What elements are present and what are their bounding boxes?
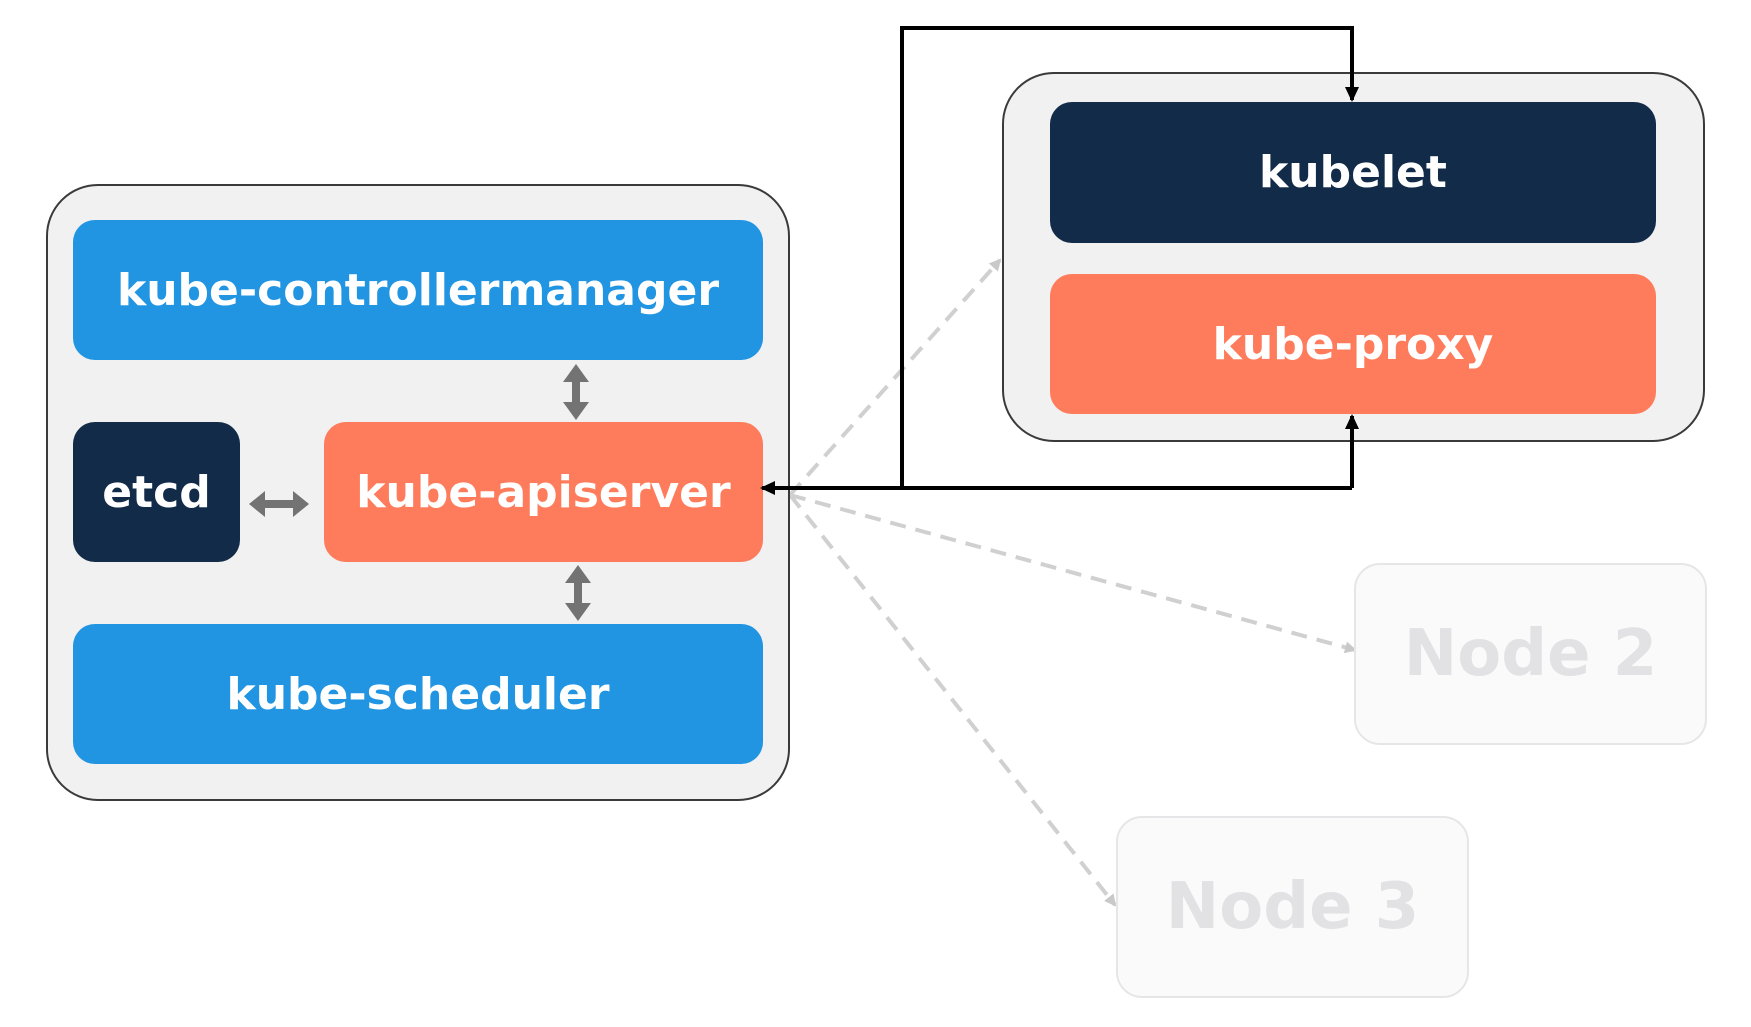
kube-controller-manager-label: kube-controllermanager bbox=[116, 264, 720, 316]
node-2-label: Node 2 bbox=[1403, 617, 1658, 691]
kube-scheduler-box[interactable]: kube-scheduler bbox=[73, 624, 763, 764]
kube-scheduler-label: kube-scheduler bbox=[226, 668, 610, 720]
dashed-line-node1 bbox=[788, 258, 1002, 497]
node-2-box[interactable]: Node 2 bbox=[1354, 563, 1707, 745]
etcd-label: etcd bbox=[102, 466, 211, 518]
dashed-line-node3 bbox=[788, 493, 1117, 907]
kube-proxy-box[interactable]: kube-proxy bbox=[1050, 274, 1656, 414]
node-3-box[interactable]: Node 3 bbox=[1116, 816, 1469, 998]
node-3-label: Node 3 bbox=[1165, 870, 1420, 944]
dashed-line-node2 bbox=[789, 493, 1357, 654]
kube-controller-manager-box[interactable]: kube-controllermanager bbox=[73, 220, 763, 360]
kubelet-box[interactable]: kubelet bbox=[1050, 102, 1656, 243]
kube-apiserver-box[interactable]: kube-apiserver bbox=[324, 422, 763, 562]
kube-proxy-label: kube-proxy bbox=[1212, 318, 1494, 370]
kubelet-label: kubelet bbox=[1259, 147, 1447, 198]
etcd-box[interactable]: etcd bbox=[73, 422, 240, 562]
kube-apiserver-label: kube-apiserver bbox=[356, 466, 731, 518]
